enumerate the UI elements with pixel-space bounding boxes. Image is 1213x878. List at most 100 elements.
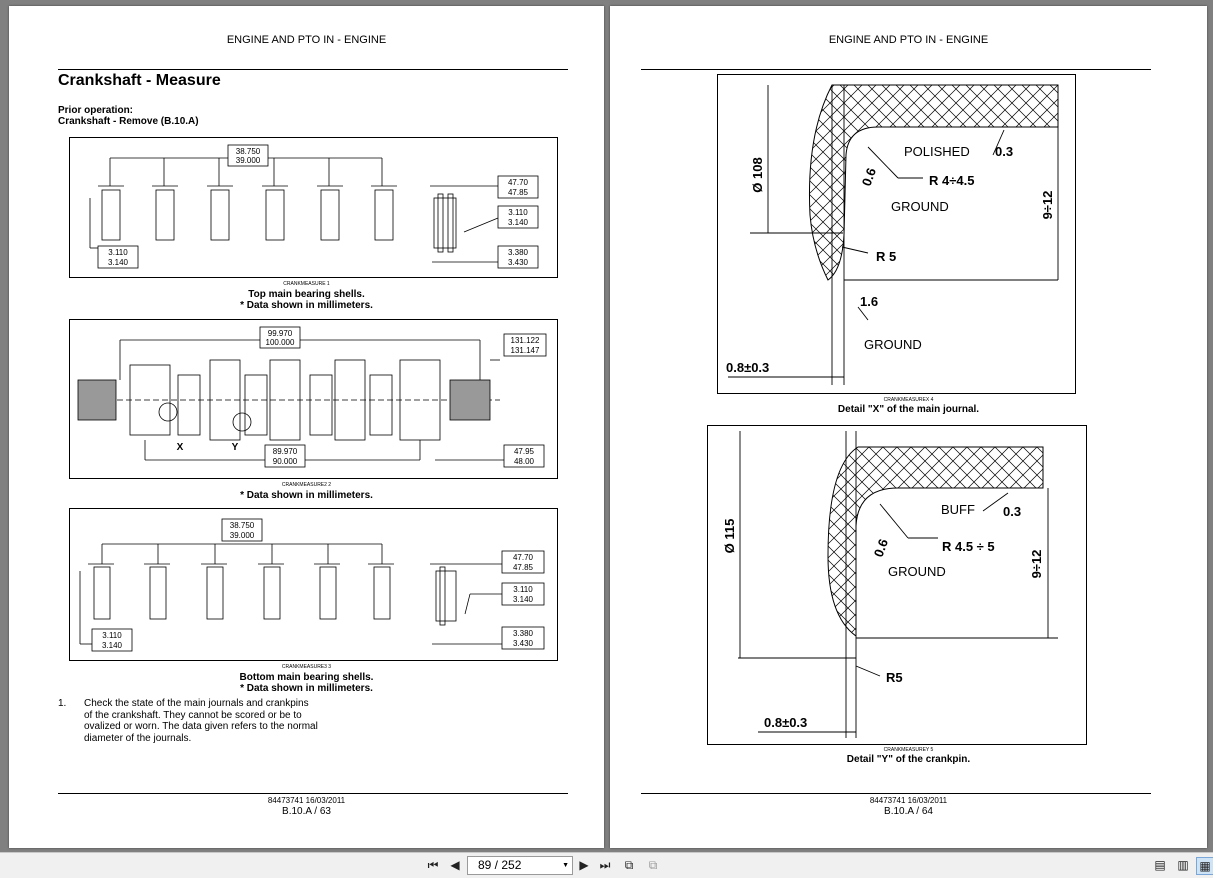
fig3-overall-bottom: 3.430: [513, 639, 534, 648]
fig1-thickness-top: 3.110: [108, 248, 128, 257]
figure-top-bearing-shells: 38.750 39.000 47.70 47.85 3.110 3.140 3.…: [69, 137, 558, 278]
fig3-thickness-top: 3.110: [102, 631, 122, 640]
step-text: Check the state of the main journals and…: [84, 698, 318, 744]
step-number: 1.: [58, 698, 67, 709]
fig1-spacing-bottom: 39.000: [236, 156, 261, 165]
fig3-thickness-bottom: 3.140: [102, 641, 123, 650]
figure3-caption-line2: * Data shown in millimeters.: [240, 683, 373, 694]
two-page-view-icon[interactable]: ▦: [1196, 857, 1213, 875]
fig4-finish-val: 0.3: [995, 144, 1013, 159]
fig5-length: 9÷12: [1029, 550, 1044, 579]
rotate-icon[interactable]: ⧉: [624, 858, 634, 872]
footer-code: 84473741 16/03/2011: [267, 796, 346, 805]
footer-code: 84473741 16/03/2011: [869, 796, 948, 805]
right-page: ENGINE AND PTO IN - ENGINE: [610, 6, 1207, 848]
fig1-width-bottom: 47.85: [508, 188, 529, 197]
fig1-spacing-top: 38.750: [236, 147, 261, 156]
figure1-caption: Top main bearing shells. * Data shown in…: [9, 289, 604, 311]
prior-operation: Prior operation: Crankshaft - Remove (B.…: [58, 105, 199, 127]
page-indicator: 89 / 252: [478, 858, 522, 872]
fig4-ground2: GROUND: [864, 337, 922, 352]
fig3-width-top: 47.70: [513, 553, 534, 562]
fig3-spacing-bottom: 39.000: [230, 531, 255, 540]
fig3-spacing-top: 38.750: [230, 521, 255, 530]
prior-operation-link[interactable]: Crankshaft - Remove (B.10.A): [58, 116, 199, 127]
figure1-id: CRANKMEASURE 1: [283, 281, 330, 287]
page-header: ENGINE AND PTO IN - ENGINE: [828, 34, 989, 46]
last-page-icon[interactable]: ⏭: [599, 858, 611, 872]
bottom-shells-drawing: 38.750 39.000 47.70 47.85 3.110 3.140 3.…: [79, 518, 545, 652]
chevron-down-icon: ▼: [562, 862, 569, 869]
single-page-view-icon[interactable]: ▤: [1154, 858, 1166, 872]
figure2-id: CRANKMEASURE2 2: [281, 482, 332, 488]
figure3-caption-line1: Bottom main bearing shells.: [239, 672, 374, 683]
next-page-icon[interactable]: ▶: [579, 858, 589, 872]
fig5-angle: 0.6: [871, 537, 891, 559]
page-header: ENGINE AND PTO IN - ENGINE: [226, 34, 387, 46]
fig5-r5: R5: [886, 670, 903, 685]
fig1-overall-top: 3.380: [508, 248, 529, 257]
fig3-overall-top: 3.380: [513, 629, 534, 638]
section-title: Crankshaft - Measure: [58, 72, 221, 89]
bearing-shells-drawing: 38.750 39.000 47.70 47.85 3.110 3.140 3.…: [89, 144, 539, 269]
continuous-view-icon[interactable]: ▥: [1177, 858, 1189, 872]
fig2-detail-x: X: [177, 442, 184, 453]
page-number-select[interactable]: 89 / 252 ▼: [467, 856, 573, 875]
fig5-finish: BUFF: [941, 502, 975, 517]
fig1-flange-top: 3.110: [508, 208, 528, 217]
fig4-length: 9÷12: [1040, 191, 1055, 220]
fig4-finish: POLISHED: [904, 144, 970, 159]
figure3-caption: Bottom main bearing shells. * Data shown…: [9, 672, 604, 694]
rotate-alt-icon[interactable]: ⧉: [648, 858, 658, 872]
detail-y-drawing: Ø 115 BUFF 0.3 R 4.5 ÷ 5 0.6 GROUND 9÷12…: [722, 431, 1058, 738]
fig2-detail-y: Y: [232, 442, 239, 453]
fig4-ground1: GROUND: [891, 199, 949, 214]
figure2-caption: * Data shown in millimeters.: [240, 490, 373, 501]
fig4-radius: R 4÷4.5: [929, 173, 974, 188]
fig3-width-bottom: 47.85: [513, 563, 534, 572]
fig4-rough: 1.6: [860, 294, 878, 309]
fig1-flange-bottom: 3.140: [508, 218, 529, 227]
detail-x-drawing: Ø 108 POLISHED 0.3 R 4÷4.5 0.6 GROUND 9÷…: [726, 84, 1059, 385]
left-page: ENGINE AND PTO IN - ENGINE Crankshaft - …: [9, 6, 604, 848]
fig1-thickness-bottom: 3.140: [108, 258, 129, 267]
fig2-journal-bottom: 100.000: [266, 338, 295, 347]
fig1-overall-bottom: 3.430: [508, 258, 529, 267]
footer-page: B.10.A / 64: [884, 806, 933, 817]
footer-rule: [58, 793, 568, 794]
fig5-ground: GROUND: [888, 564, 946, 579]
fig4-diameter: Ø 108: [750, 157, 765, 192]
figure1-caption-line2: * Data shown in millimeters.: [240, 300, 373, 311]
fig4-offset: 0.8±0.3: [726, 360, 769, 375]
first-page-icon[interactable]: ⏮: [427, 858, 439, 872]
fig5-diameter: Ø 115: [722, 519, 737, 554]
fig2-journal-top: 99.970: [268, 329, 293, 338]
fig2-length-top: 47.95: [514, 447, 535, 456]
fig5-radius: R 4.5 ÷ 5: [942, 539, 995, 554]
header-rule: [58, 69, 568, 70]
figure-detail-y: Ø 115 BUFF 0.3 R 4.5 ÷ 5 0.6 GROUND 9÷12…: [707, 425, 1087, 745]
figure-crankshaft: 99.970 100.000 131.122 131.147 89.970 90…: [69, 319, 558, 479]
fig2-pin-top: 89.970: [273, 447, 298, 456]
footer-page: B.10.A / 63: [282, 806, 331, 817]
figure5-caption: Detail "Y" of the crankpin.: [846, 754, 971, 765]
figure5-id: CRANKMEASUREY 5: [883, 747, 934, 753]
figure3-id: CRANKMEASURE3 3: [281, 664, 332, 670]
header-rule: [641, 69, 1151, 70]
prev-page-icon[interactable]: ◀: [450, 858, 460, 872]
fig4-angle: 0.6: [859, 166, 879, 188]
prior-operation-label: Prior operation:: [58, 105, 134, 116]
figure4-caption: Detail "X" of the main journal.: [837, 404, 980, 415]
fig5-offset: 0.8±0.3: [764, 715, 807, 730]
fig3-flange-top: 3.110: [513, 585, 533, 594]
figure-detail-x: Ø 108 POLISHED 0.3 R 4÷4.5 0.6 GROUND 9÷…: [717, 74, 1076, 394]
footer-rule: [641, 793, 1151, 794]
figure-bottom-bearing-shells: 38.750 39.000 47.70 47.85 3.110 3.140 3.…: [69, 508, 558, 661]
fig4-r5: R 5: [876, 249, 896, 264]
crankshaft-drawing: 99.970 100.000 131.122 131.147 89.970 90…: [77, 326, 547, 468]
fig2-flange-top: 131.122: [511, 336, 540, 345]
fig3-flange-bottom: 3.140: [513, 595, 534, 604]
fig5-finish-val: 0.3: [1003, 504, 1021, 519]
fig2-flange-bottom: 131.147: [511, 346, 540, 355]
fig1-width-top: 47.70: [508, 178, 529, 187]
